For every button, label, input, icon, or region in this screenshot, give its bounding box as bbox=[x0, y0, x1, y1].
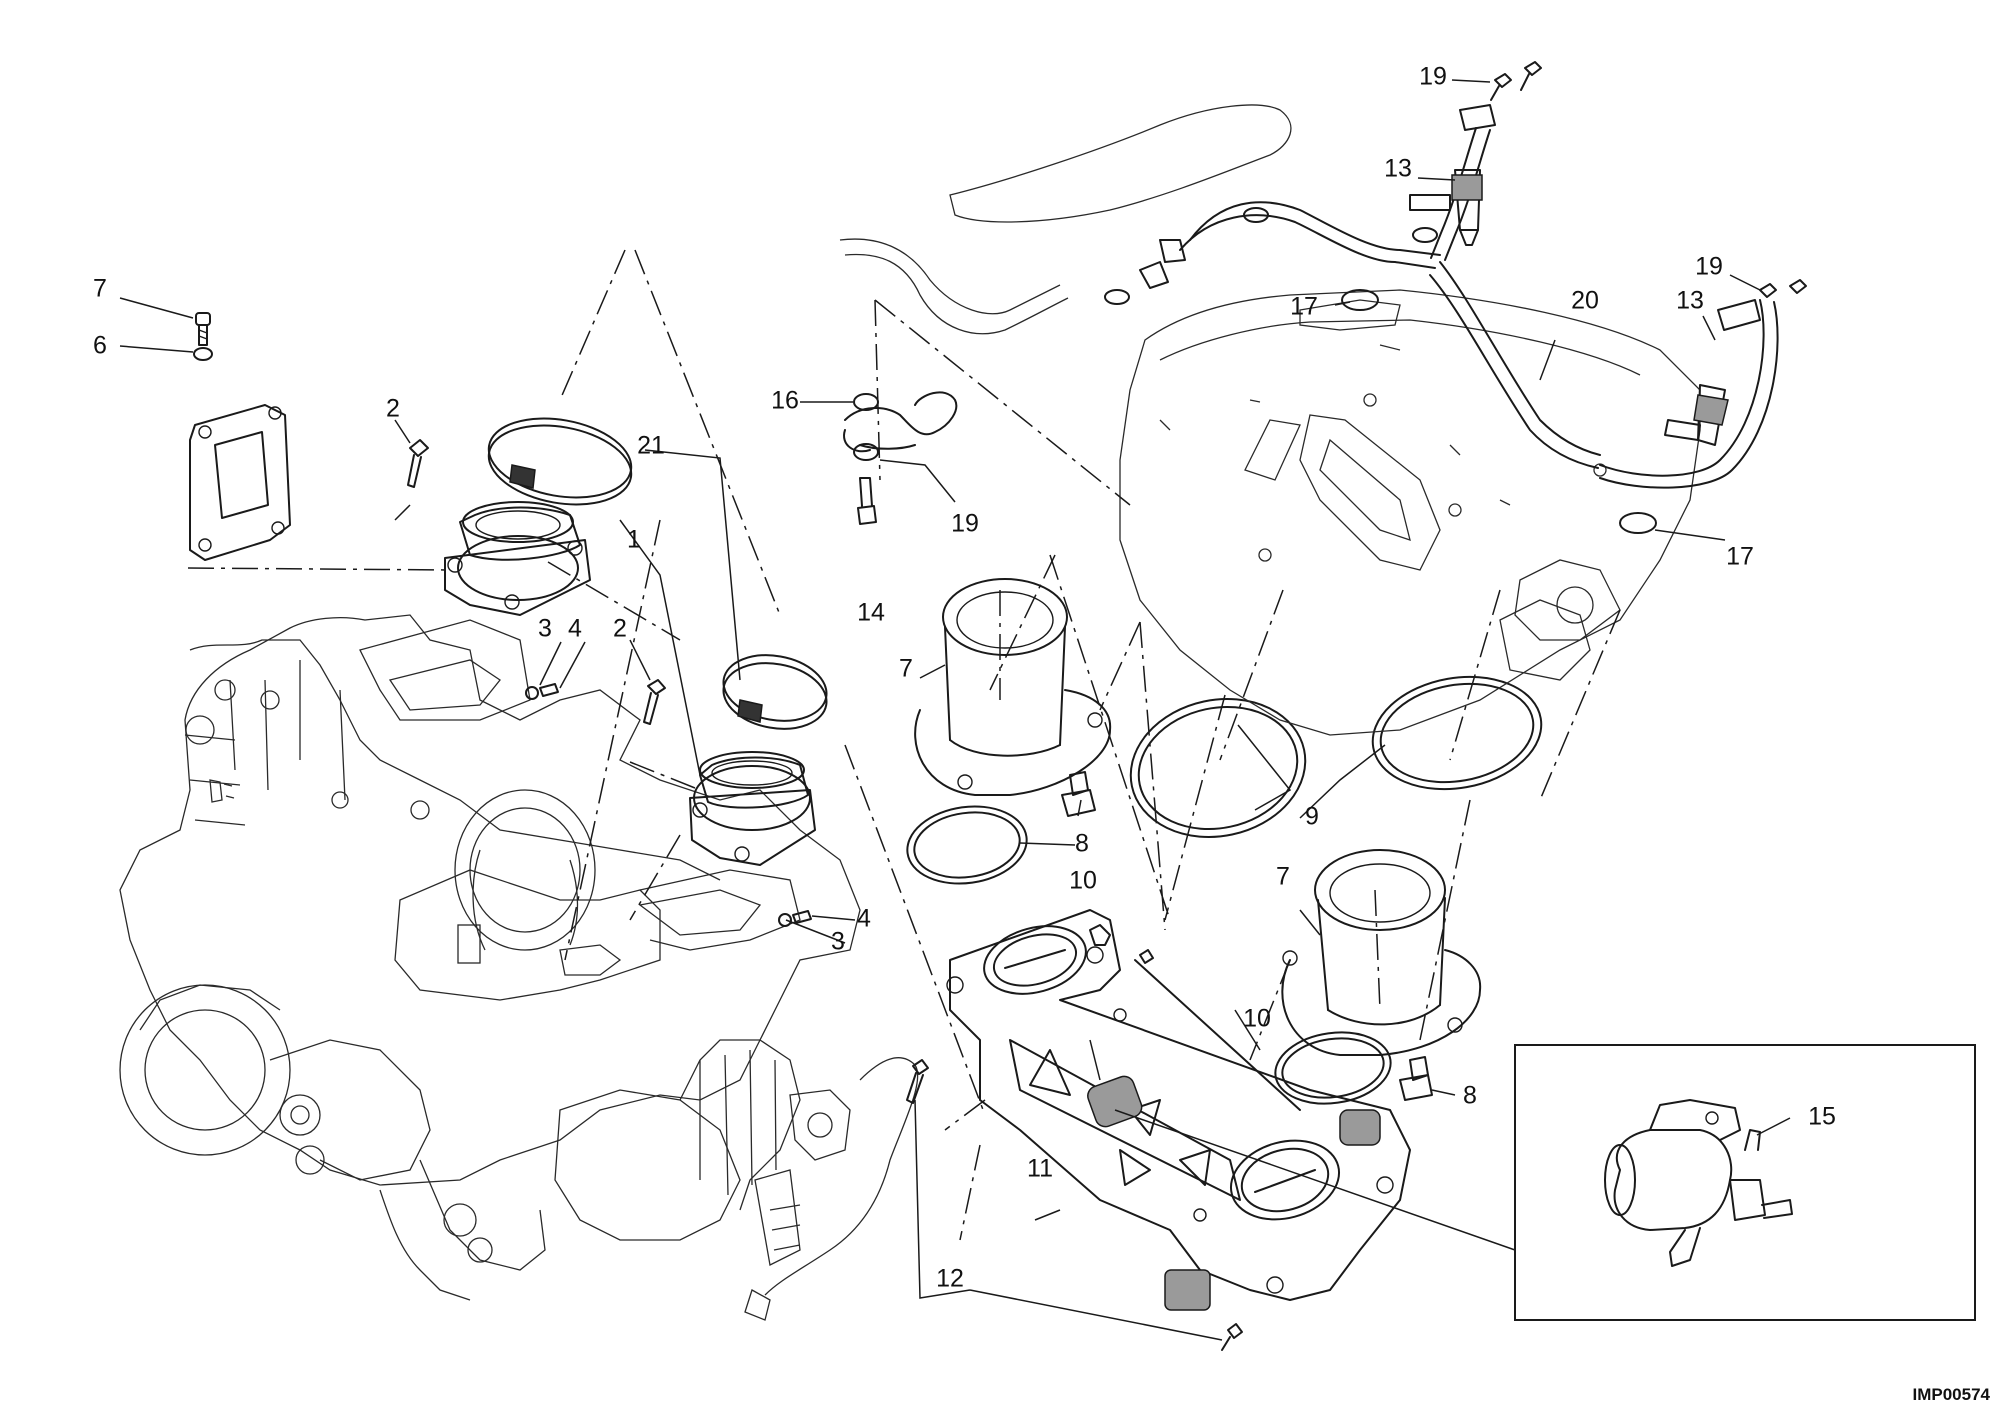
callout-9: 9 bbox=[1305, 803, 1319, 831]
intake-flange-1-upper bbox=[444, 501, 591, 616]
callout-11: 11 bbox=[1027, 1155, 1053, 1183]
callout-13-lower: 13 bbox=[1676, 287, 1704, 315]
callout-3-lower: 3 bbox=[831, 928, 845, 956]
callout-3-upper: 3 bbox=[538, 615, 552, 643]
screw-19-lower bbox=[1759, 279, 1807, 298]
callout-labels: 7 6 2 21 1 3 4 2 4 3 16 19 14 7 8 10 9 7… bbox=[93, 63, 1836, 1293]
callout-4-lower: 4 bbox=[857, 905, 871, 933]
callout-2-lower: 2 bbox=[613, 615, 627, 643]
callout-1: 1 bbox=[627, 526, 641, 554]
callout-12: 12 bbox=[936, 1265, 964, 1293]
callout-18: 19 bbox=[951, 510, 979, 538]
callout-2-upper: 2 bbox=[386, 395, 400, 423]
callout-8-lower: 8 bbox=[1463, 1082, 1477, 1110]
screw-4-washer-3-upper bbox=[525, 683, 559, 700]
intake-flange-1-lower bbox=[689, 751, 816, 866]
clip-17-upper bbox=[1341, 289, 1379, 311]
drawing-code: IMP00574 bbox=[1913, 1385, 1991, 1404]
callout-7-lower: 7 bbox=[1276, 863, 1290, 891]
callout-17-lower: 17 bbox=[1726, 543, 1754, 571]
intake-funnel-7-upper bbox=[914, 578, 1112, 796]
throttle-body-11 bbox=[946, 909, 1411, 1311]
callout-16: 16 bbox=[771, 387, 799, 415]
clip-17-lower bbox=[1619, 512, 1657, 534]
oring-10-upper bbox=[906, 805, 1028, 885]
clamp-21-upper bbox=[487, 417, 633, 506]
inset-part-15 bbox=[1114, 1044, 1976, 1321]
sensor-8-upper bbox=[1061, 771, 1096, 817]
intake-funnel-7-lower bbox=[1281, 849, 1482, 1056]
callout-13-upper: 13 bbox=[1384, 155, 1412, 183]
callout-15: 15 bbox=[1808, 1103, 1836, 1131]
hose-upper bbox=[839, 104, 1292, 335]
injector-13-lower bbox=[1664, 299, 1761, 446]
screw-14 bbox=[857, 477, 877, 525]
oring-10-lower bbox=[1274, 1031, 1392, 1105]
screw-2-upper bbox=[407, 439, 429, 488]
callout-19-upper: 19 bbox=[1419, 63, 1447, 91]
oring-9-left bbox=[1129, 698, 1307, 838]
screw-6 bbox=[195, 312, 211, 346]
callout-17-upper: 17 bbox=[1290, 293, 1318, 321]
airbox bbox=[1119, 289, 1701, 736]
sensor-8-lower bbox=[1399, 1056, 1433, 1101]
screw-4-washer-3-lower bbox=[778, 910, 812, 927]
assembly-lines bbox=[187, 249, 1621, 1241]
callout-10-upper: 10 bbox=[1069, 867, 1097, 895]
leader-lines bbox=[119, 79, 1791, 1341]
callout-4-upper: 4 bbox=[568, 615, 582, 643]
callout-5: 6 bbox=[93, 332, 107, 360]
screw-19-upper bbox=[1490, 61, 1542, 101]
callout-19-lower: 19 bbox=[1695, 253, 1723, 281]
callout-8-upper: 8 bbox=[1075, 830, 1089, 858]
callout-21: 21 bbox=[637, 432, 665, 460]
washer-5 bbox=[193, 347, 213, 361]
callout-7-upper: 7 bbox=[899, 655, 913, 683]
gasket-plate bbox=[189, 404, 291, 561]
callout-6: 7 bbox=[93, 275, 107, 303]
engine-block bbox=[119, 614, 919, 1321]
callout-20: 20 bbox=[1571, 287, 1599, 315]
clamp-21-lower bbox=[722, 654, 828, 730]
screw-12 bbox=[906, 1059, 1243, 1351]
oring-9-right bbox=[1371, 675, 1543, 791]
injector-13-upper bbox=[1409, 104, 1496, 246]
callout-10-lower: 10 bbox=[1243, 1005, 1271, 1033]
screw-2-lower bbox=[643, 679, 666, 725]
callout-14: 14 bbox=[857, 599, 885, 627]
bracket-18 bbox=[843, 391, 958, 453]
